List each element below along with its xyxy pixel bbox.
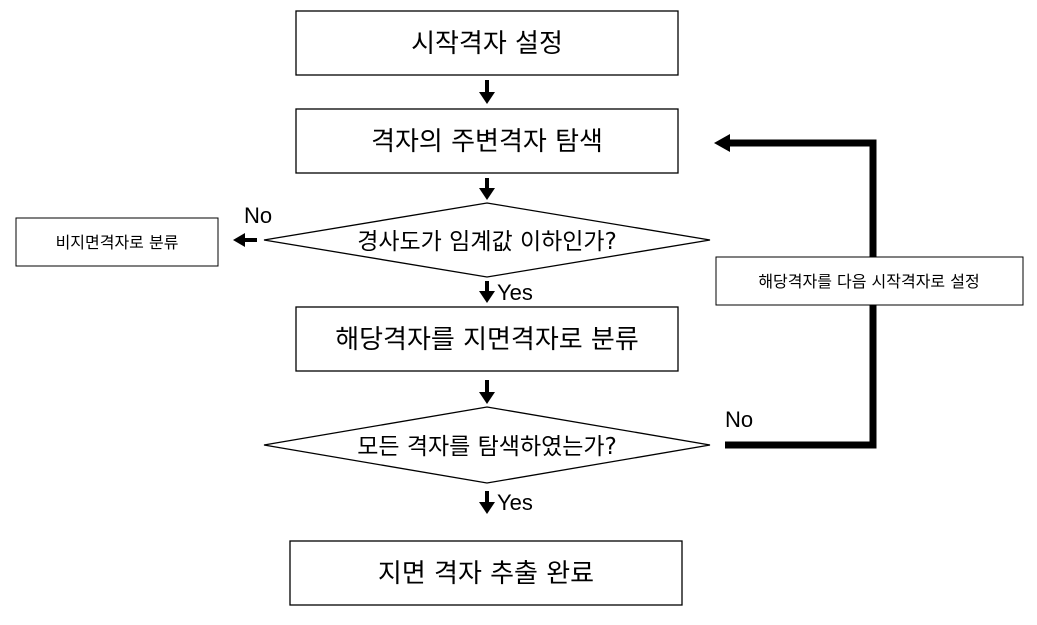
end-node-label: 지면 격자 추출 완료: [378, 559, 594, 589]
search-neighbors-label: 격자의 주변격자 탐색: [371, 127, 603, 157]
arrow-classify-to-all: [479, 380, 495, 404]
end-node: 지면 격자 추출 완료: [289, 540, 683, 606]
arrow-slope-no: [233, 233, 257, 247]
classify-nonground-node: 비지면격자로 분류: [15, 217, 219, 267]
arrow-all-yes: [479, 491, 495, 514]
arrow-slope-yes: [479, 281, 495, 303]
classify-ground-node: 해당격자를 지면격자로 분류: [295, 306, 679, 372]
slope-yes-label: Yes: [497, 280, 533, 305]
classify-ground-label: 해당격자를 지면격자로 분류: [335, 325, 639, 355]
arrow-search-to-slope: [479, 178, 495, 200]
all-searched-decision-node: 모든 격자를 탐색하였는가?: [263, 406, 711, 484]
classify-nonground-label: 비지면격자로 분류: [56, 233, 179, 252]
all-searched-decision-label: 모든 격자를 탐색하였는가?: [357, 434, 617, 460]
slope-decision-label: 경사도가 임계값 이하인가?: [357, 229, 617, 255]
search-neighbors-node: 격자의 주변격자 탐색: [295, 108, 679, 174]
arrow-start-to-search: [479, 80, 495, 104]
start-node: 시작격자 설정: [295, 10, 679, 76]
next-start-node: 해당격자를 다음 시작격자로 설정: [715, 256, 1024, 306]
slope-decision-node: 경사도가 임계값 이하인가?: [263, 202, 711, 278]
slope-no-label: No: [244, 203, 272, 228]
start-node-label: 시작격자 설정: [411, 29, 563, 59]
all-yes-label: Yes: [497, 490, 533, 515]
all-no-label: No: [725, 407, 753, 432]
next-start-label: 해당격자를 다음 시작격자로 설정: [758, 272, 979, 291]
